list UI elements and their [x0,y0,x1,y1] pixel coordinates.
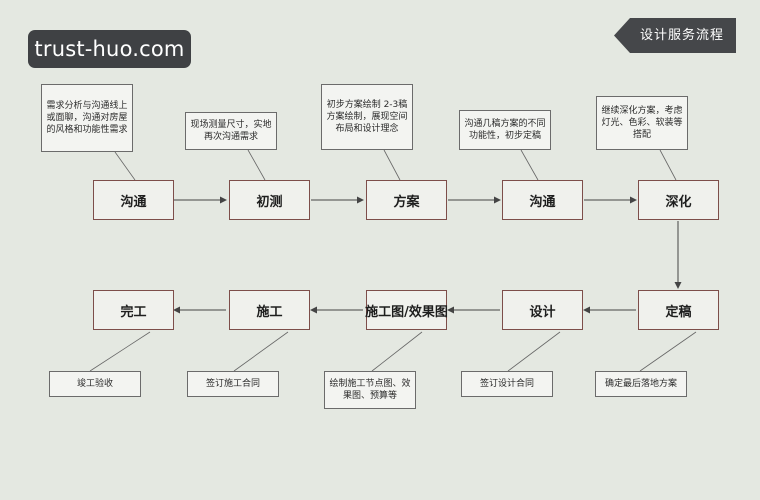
note-top-3: 初步方案绘制 2-3稿方案绘制，展现空间布局和设计理念 [321,84,413,150]
callout-bottom-5 [639,331,697,372]
watermark: trust-huo.com [28,30,191,68]
callout-top-5 [659,149,677,181]
note-top-1: 需求分析与沟通线上或面聊，沟通对房屋的风格和功能性需求 [41,84,133,152]
note-top-4: 沟通几稿方案的不同功能性，初步定稿 [459,110,551,150]
note-bottom-1: 竣工验收 [49,371,141,397]
step-construction: 施工 [229,290,310,330]
step-finalize: 定稿 [638,290,719,330]
step-drawings: 施工图/效果图 [365,290,448,330]
step-communicate-1: 沟通 [93,180,174,220]
step-proposal: 方案 [366,180,447,220]
callout-top-1 [114,151,136,181]
callout-top-2 [247,149,266,181]
title-tag: 设计服务流程 [614,18,736,53]
step-deepen: 深化 [638,180,719,220]
note-top-2: 现场测量尺寸，实地再次沟通需求 [185,112,277,150]
callout-bottom-4 [507,331,561,372]
note-bottom-3: 绘制施工节点图、效果图、预算等 [324,371,416,409]
step-complete: 完工 [93,290,174,330]
callout-bottom-3 [371,331,423,372]
callout-top-4 [520,149,539,181]
callout-bottom-1 [89,331,151,372]
note-bottom-2: 签订施工合同 [187,371,279,397]
callout-top-3 [383,149,401,181]
callout-bottom-2 [233,331,289,372]
note-bottom-4: 签订设计合同 [461,371,553,397]
step-initial-survey: 初测 [229,180,310,220]
note-bottom-5: 确定最后落地方案 [595,371,687,397]
step-design: 设计 [502,290,583,330]
note-top-5: 继续深化方案，考虑灯光、色彩、软装等搭配 [596,96,688,150]
step-communicate-2: 沟通 [502,180,583,220]
